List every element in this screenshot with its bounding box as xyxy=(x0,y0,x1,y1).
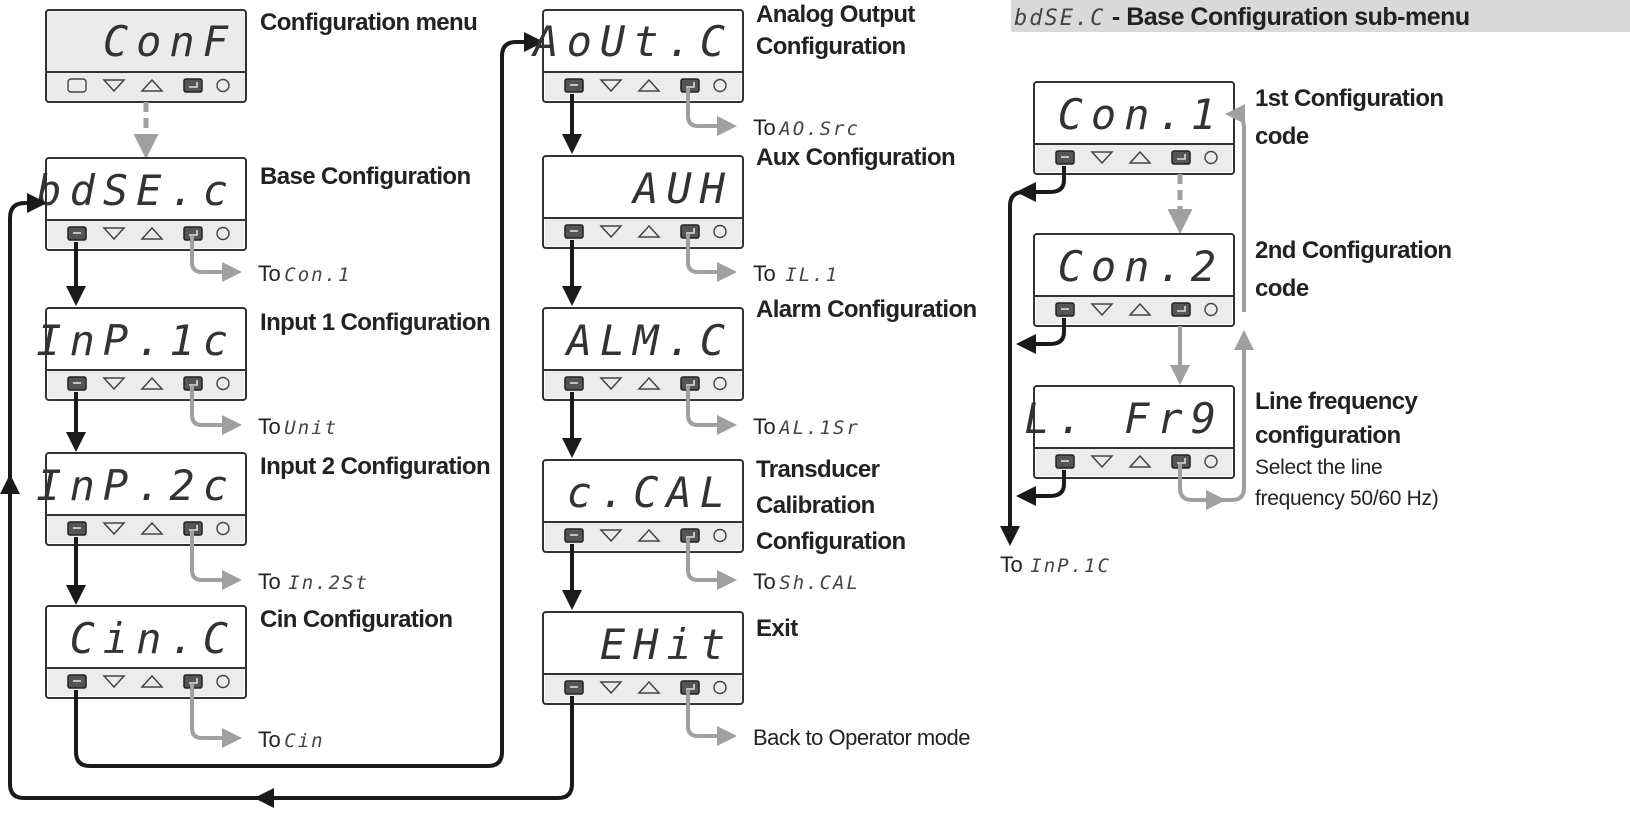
arrow-cin-to xyxy=(190,684,242,748)
label-aout-1: Analog Output xyxy=(756,1,915,28)
label-cal-1: Transducer xyxy=(756,456,880,483)
arrow-exit-base-loop xyxy=(254,696,574,808)
display-inp2: InP.2c xyxy=(36,461,236,510)
arrow-base-to xyxy=(190,236,242,282)
display-conf: ConF xyxy=(103,17,236,66)
panel-inp2: InP.2c xyxy=(36,452,247,546)
label-con1-1: 1st Configuration xyxy=(1255,85,1443,112)
display-exit: EHit xyxy=(600,620,733,669)
arrow-return-up-upper xyxy=(1225,104,1246,312)
arrow-cin-aout xyxy=(74,32,544,768)
panel-cin: Cin.C xyxy=(45,605,247,699)
desc-lfrq-2: frequency 50/60 Hz) xyxy=(1255,487,1438,510)
display-base: bdSE.c xyxy=(36,166,236,215)
display-inp1: InP.1c xyxy=(36,316,236,365)
display-cin: Cin.C xyxy=(70,614,236,663)
label-base: Base Configuration xyxy=(260,163,471,190)
arrow-exit-to xyxy=(686,690,737,746)
panel-exit: EHit xyxy=(542,611,744,705)
arrow-sub-esc-3 xyxy=(1016,470,1066,506)
panel-alm: ALM.C xyxy=(542,307,744,401)
panel-conf: ConF xyxy=(45,9,247,103)
arrow-aout-to xyxy=(686,88,737,136)
label-inp1: Input 1 Configuration xyxy=(260,309,490,336)
display-con2: Con.2 xyxy=(1058,242,1224,291)
arrow-aux-to xyxy=(686,234,737,282)
label-exit: Exit xyxy=(756,615,798,642)
panel-aux: AUH xyxy=(542,155,744,249)
display-alm: ALM.C xyxy=(564,316,733,365)
submenu-title: bdSE.C - Base Configuration sub-menu xyxy=(1014,3,1470,31)
display-aout: AoUt.C xyxy=(530,17,733,66)
arrow-loop-to-base xyxy=(8,193,47,478)
panel-con1: Con.1 xyxy=(1033,81,1235,175)
back-to-operator: Back to Operator mode xyxy=(753,725,970,750)
desc-lfrq-1: Select the line xyxy=(1255,456,1382,479)
display-lfrq: L. Fr9 xyxy=(1024,394,1224,443)
label-con1-2: code xyxy=(1255,123,1309,150)
label-cal-2: Calibration xyxy=(756,492,875,519)
panel-cal: c.CAL xyxy=(542,459,744,553)
label-conf: Configuration menu xyxy=(260,9,477,36)
label-aux: Aux Configuration xyxy=(756,144,955,171)
arrow-return-up-lower xyxy=(1222,330,1254,502)
panel-inp1: InP.1c xyxy=(36,307,247,401)
label-inp2: Input 2 Configuration xyxy=(260,453,490,480)
label-con2-2: code xyxy=(1255,275,1309,302)
panel-lfrq: L. Fr9 xyxy=(1024,385,1235,479)
arrow-alm-to xyxy=(686,386,737,435)
arrow-sub-esc-2 xyxy=(1016,318,1066,354)
arrow-lfrq-return xyxy=(1178,464,1226,510)
label-cal-3: Configuration xyxy=(756,528,906,555)
display-cal: c.CAL xyxy=(567,468,733,517)
arrow-inp1-to xyxy=(190,386,242,435)
arrow-sub-down xyxy=(1008,190,1025,504)
display-aux: AUH xyxy=(630,164,733,213)
submenu-header-bg xyxy=(1011,0,1630,32)
label-cin: Cin Configuration xyxy=(260,606,452,633)
display-con1: Con.1 xyxy=(1058,90,1224,139)
label-lfrq-2: configuration xyxy=(1255,422,1401,449)
label-alm: Alarm Configuration xyxy=(756,296,977,323)
panel-base: bdSE.c xyxy=(36,157,247,251)
arrow-loop-left xyxy=(0,474,258,800)
arrow-sub-esc-1 xyxy=(1016,166,1066,202)
panel-con2: Con.2 xyxy=(1033,233,1235,327)
label-lfrq-1: Line frequency xyxy=(1255,388,1419,415)
label-con2-1: 2nd Configuration xyxy=(1255,237,1451,264)
panel-aout: AoUt.C xyxy=(530,9,744,103)
arrow-cal-to xyxy=(686,538,737,590)
label-aout-2: Configuration xyxy=(756,33,906,60)
arrow-inp2-to xyxy=(190,531,242,590)
